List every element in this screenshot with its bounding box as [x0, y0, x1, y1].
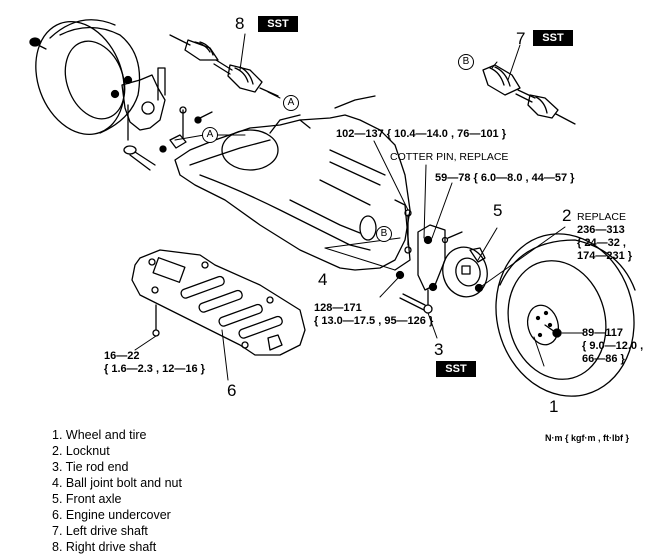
- right-locknut: [474, 283, 484, 293]
- callout-8: 8: [235, 14, 245, 33]
- ref-a-shaft: A: [283, 95, 299, 111]
- note-replace-locknut: REPLACE: [577, 211, 627, 223]
- legend-item: 1. Wheel and tire: [52, 428, 147, 442]
- torque-wheel-nut-line3: 66—86 }: [582, 353, 625, 365]
- legend-item: 4. Ball joint bolt and nut: [52, 476, 182, 490]
- torque-ball-joint-line1: 128—171: [314, 302, 362, 314]
- sst-badge-right-shaft: SST: [258, 16, 298, 32]
- legend-item: 2. Locknut: [52, 444, 110, 458]
- torque-cotter-nut: 59—78 { 6.0—8.0 , 44—57 }: [435, 172, 575, 184]
- callout-2: 2: [562, 206, 572, 225]
- legend-item: 8. Right drive shaft: [52, 540, 157, 554]
- left-drive-shaft: [482, 64, 576, 125]
- torque-ball-joint-line2: { 13.0—17.5 , 95—126 }: [314, 315, 434, 327]
- torque-undercover-line1: 16—22: [104, 350, 140, 362]
- legend-item: 6. Engine undercover: [52, 508, 171, 522]
- torque-locknut-line3: 174—231 }: [577, 250, 633, 262]
- callout-5: 5: [493, 201, 503, 220]
- sst-badge-left-shaft: SST: [533, 30, 573, 46]
- torque-wheel-nut-line2: { 9.0—12.0 ,: [582, 340, 644, 352]
- right-knuckle-hub: [395, 209, 488, 298]
- right-drive-shaft: [169, 34, 279, 97]
- ref-b-shaft: B: [458, 54, 474, 70]
- torque-ball-joint-upper: 102—137 { 10.4—14.0 , 76—101 }: [336, 128, 507, 140]
- ref-a-transaxle: A: [202, 127, 218, 143]
- ball-joint-bolt-left: [159, 106, 213, 153]
- callout-6: 6: [227, 381, 237, 400]
- sst-badge-tie-rod: SST: [436, 361, 476, 377]
- note-cotter-pin: COTTER PIN, REPLACE: [390, 151, 509, 163]
- ref-b-transaxle: B: [376, 226, 392, 242]
- callout-7: 7: [516, 29, 526, 48]
- tie-rod-end: [399, 289, 433, 314]
- legend-item: 3. Tie rod end: [52, 460, 129, 474]
- right-wheel-tire: [495, 233, 636, 397]
- exploded-diagram: [29, 19, 636, 397]
- undercover-bolt: [152, 304, 160, 337]
- callout-4: 4: [318, 270, 328, 289]
- legend-item: 5. Front axle: [52, 492, 122, 506]
- left-knuckle: [121, 67, 166, 171]
- torque-units: N·m { kgf·m , ft·lbf }: [545, 433, 629, 443]
- torque-undercover-line2: { 1.6—2.3 , 12—16 }: [104, 363, 205, 375]
- legend-item: 7. Left drive shaft: [52, 524, 148, 538]
- crossmember: [174, 95, 411, 271]
- torque-locknut-line2: { 24—32 ,: [577, 237, 626, 249]
- leader-lines: [134, 33, 584, 381]
- callout-3: 3: [434, 340, 444, 359]
- torque-wheel-nut-line1: 89—117: [582, 327, 623, 339]
- callout-1: 1: [549, 397, 559, 416]
- torque-locknut-line1: 236—313: [577, 224, 625, 236]
- engine-undercover: [131, 249, 306, 356]
- left-wheel-tire: [35, 19, 141, 136]
- parts-legend: 1. Wheel and tire 2. Locknut 3. Tie rod …: [52, 427, 182, 555]
- left-wheel-nut: [29, 37, 47, 50]
